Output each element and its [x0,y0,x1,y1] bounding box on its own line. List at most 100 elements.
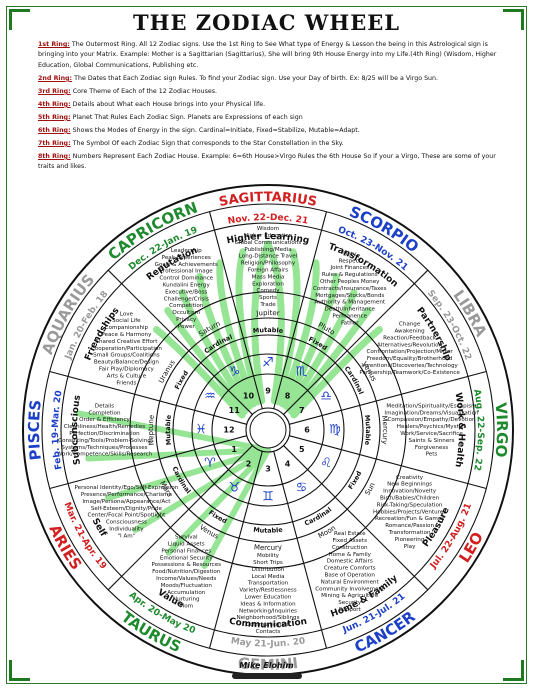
ring-legend-item: 4th Ring: Details about What each House … [38,100,500,110]
sign-glyph: ♈ [204,456,216,471]
house-trait: Accumulation [167,590,206,596]
house-trait: Meditation/Spirituality/Escapism [386,403,476,409]
house-divider [273,451,328,649]
sign-name: VIRGO [492,402,512,458]
house-trait: Competition [169,303,204,309]
house-trait: Creature Comforts [324,566,376,572]
house-trait: Joint Finances [330,265,370,271]
house-number: 8 [285,392,291,401]
sign-glyph: ♌ [320,456,332,471]
sign-name: GEMINI [237,654,299,674]
house-trait: Personal Identity/Ego/Self-Expression [74,485,178,491]
author-signature: Mike Elohim [239,661,294,670]
house-divider [107,269,253,415]
house-trait: Professional Image [160,269,213,275]
house-number: 12 [223,426,234,435]
house-trait: Details [95,403,114,409]
house-divider [289,370,487,425]
house-number: 9 [265,387,271,396]
ring-title: 3rd Ring: [38,87,71,95]
house-trait: Peace & Harmony [101,332,152,338]
house-trait: Privacy [176,317,197,323]
sign-dates: Aug. 22-Sep. 22 [471,389,485,472]
sign-glyph: ♎ [320,389,332,404]
house-trait: Beauty/Balance/Design [94,360,160,366]
house-trait: Distribution [252,567,285,573]
house-trait: Consulting/Tools/Problem-Solving [58,438,151,444]
house-trait: Play [404,544,416,550]
ring-description: The Outermost Ring. All 12 Zodiac signs.… [38,41,497,69]
ring-legend-item: 6th Ring: Shows the Modes of Energy in t… [38,126,500,136]
house-trait: Foreign Affairs [248,267,288,273]
house-trait: Food/Nutrition/Digestion [152,569,221,575]
wheel-center [249,411,287,449]
ring-description: The Symbol Of each Zodiac Sign that corr… [72,139,344,147]
house-trait: Cleanliness/Health/Remedies [64,424,145,430]
house-trait: Love [120,311,134,317]
house-trait: Fixed Assets [333,538,368,544]
house-trait: Individuality [109,527,144,533]
house-trait: Order & Efficiency [79,417,130,423]
house-trait: Center/Focal Point/Spotlight [87,513,166,519]
house-trait: Sports [259,295,277,301]
house-trait: Saints & Sinners [409,438,455,444]
sign-glyph: ♋ [296,481,308,496]
sign-glyph: ♍ [329,423,341,438]
house-trait: Liquid Assets [168,541,205,547]
house-trait: Personal Finances [161,548,211,554]
house-trait: Emotional Security [160,555,214,561]
house-trait: Leadership [171,248,202,254]
house-trait: Short Trips [253,560,283,566]
sign-glyph: ♒ [204,389,216,404]
house-trait: Birth/Babies/Children [380,495,440,501]
house-trait: Wisdom [257,226,279,232]
ring-description: Details about What each House brings int… [72,100,266,108]
house-trait: Partnership/Teamwork/Co-Existence [359,370,460,376]
house-number: 10 [243,392,255,401]
house-trait: Mortgages/Stocks/Bonds [315,293,384,299]
house-trait: Healers/Psychics/Mystics [397,424,467,430]
house-number: 5 [299,445,305,454]
ruling-planet: Mercury [254,543,283,552]
corner-ornament [503,660,524,681]
house-trait: Goals & Achievements [155,262,218,268]
ring-description: The Dates that Each Zodiac sign Rules. T… [74,74,439,82]
corner-ornament [503,9,524,30]
ring-legend-item: 2nd Ring: The Dates that Each Zodiac sig… [38,74,500,84]
house-trait: Inventions/Discoveries/Technology [361,363,458,369]
house-trait: Natural Environment [321,579,380,585]
house-trait: Neighborhood/Siblings [236,615,299,621]
house-trait: Contacts [256,629,281,635]
house-number: 3 [265,465,271,474]
ring-description: Shows the Modes of Energy in the sign. C… [72,126,360,134]
house-trait: Support [339,607,362,613]
house-libra: ChangeAwakeningReaction/FeedbackAlternat… [359,322,460,376]
energy-mode: Mutable [252,326,284,335]
ring-title: 7th Ring: [38,139,71,147]
house-trait: Forgiveness [415,445,448,451]
ring-legend-item: 1st Ring: The Outermost Ring. All 12 Zod… [38,40,500,71]
ring-legend-item: 7th Ring: The Symbol Of each Zodiac Sign… [38,139,500,149]
ring-legend-item: 3rd Ring: Core Theme of Each of the 12 Z… [38,87,500,97]
house-trait: Self-Esteem/Dignity/Pride [91,506,163,512]
house-trait: Friends [116,380,136,386]
house-divider [107,445,253,591]
house-trait: Small Groups/Coalitions [93,353,160,359]
wheel-ring [129,291,407,569]
house-aries: Personal Identity/Ego/Self-ExpressionPre… [74,485,178,539]
house-trait: Compassion/Empathy/Devotion [387,417,476,423]
house-trait: Cooperation/Participation [91,346,162,352]
sign-dates: Nov. 22-Dec. 21 [227,213,309,227]
house-trait: Mass Media [252,274,285,280]
house-trait: Perfection/Discrimination [69,431,140,437]
house-trait: Trade [259,302,276,308]
signature-emblem [232,673,302,679]
house-trait: Comedy [256,288,280,294]
house-trait: Confrontation/Projection/Mirror [366,349,453,355]
house-theme: Work & Health [452,392,466,468]
house-trait: Risk-Taking/Speculation [377,502,443,508]
